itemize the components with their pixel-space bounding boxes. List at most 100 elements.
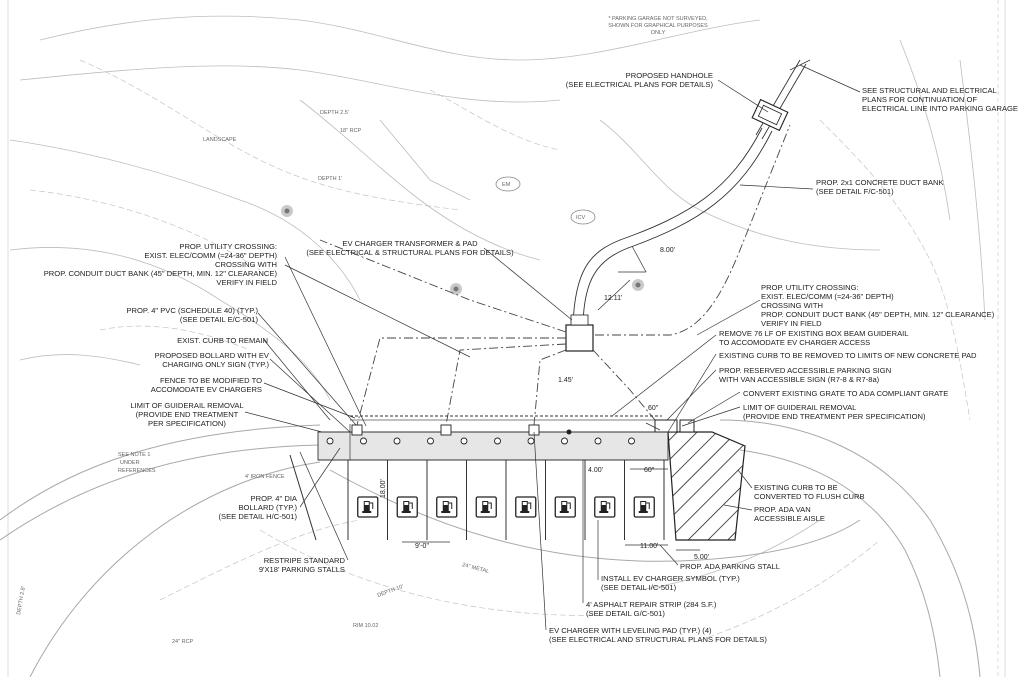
duct-bank-line2: (SEE DETAIL F/C-501) — [816, 187, 894, 196]
ada-aisle-line2: ACCESSIBLE AISLE — [754, 514, 825, 523]
icv-label: ICV — [576, 215, 586, 221]
conduit-right — [595, 124, 791, 336]
dia-bollard-line1: PROP. 4" DIA — [251, 494, 298, 503]
dim-60-b: 60" — [644, 467, 655, 474]
existing-topography — [9, 15, 986, 641]
bollard — [594, 437, 602, 445]
utility-markers: EM ICV — [495, 176, 596, 225]
tree-symbols — [281, 205, 644, 295]
dim-4-00: 4.00' — [588, 467, 603, 474]
bollard-sign-line2: CHARGING ONLY SIGN (TYP.) — [162, 360, 269, 369]
remove-guiderail-line2: TO ACCOMODATE EV CHARGER ACCESS — [719, 338, 870, 347]
ev-charger-icon — [554, 496, 576, 518]
guiderail-left-line3: PER SPECIFICATION) — [148, 419, 226, 428]
rim-label: RIM 10.02 — [353, 623, 378, 629]
bollard — [460, 437, 468, 445]
ada-aisle-line1: PROP. ADA VAN — [754, 505, 811, 514]
utility-left-line2: EXIST. ELEC/COMM (≈24-36" DEPTH) — [144, 251, 277, 260]
utility-left-line5: VERIFY IN FIELD — [216, 278, 277, 287]
callout-leaders — [244, 64, 861, 631]
see-note-label: SEE NOTE 1 — [118, 452, 150, 458]
transformer-dimensions: 8.00' 12.11' 1.45' — [558, 245, 675, 384]
handhole-line1: PROPOSED HANDHOLE — [626, 71, 713, 80]
rcp-24-label: 24" RCP — [172, 639, 194, 645]
ev-charger-icon — [436, 496, 458, 518]
bollard — [561, 437, 568, 445]
parking-stalls — [289, 454, 665, 541]
dia-bollard-line2: BOLLARD (TYP.) — [238, 503, 297, 512]
concrete-duct-bank — [572, 127, 773, 326]
conduits-to-chargers — [319, 239, 656, 426]
ada-stall-line1: PROP. ADA PARKING STALL — [680, 562, 780, 571]
guiderail-fence — [350, 415, 662, 421]
duct-bank-line1: PROP. 2x1 CONCRETE DUCT BANK — [816, 178, 944, 187]
pvc-line2: (SEE DETAIL E/C-501) — [180, 315, 259, 324]
note-top-line3: ONLY — [651, 30, 666, 36]
dim-8-00: 8.00' — [660, 247, 675, 254]
utility-right-line2: EXIST. ELEC/COMM (≈24-36" DEPTH) — [761, 292, 894, 301]
flush-curb-line1: EXISTING CURB TO BE — [754, 483, 838, 492]
utility-right-line5: VERIFY IN FIELD — [761, 319, 822, 328]
leveling-pad-line2: (SEE ELECTRICAL AND STRUCTURAL PLANS FOR… — [549, 635, 767, 644]
utility-left-line3: CROSSING WITH — [215, 260, 277, 269]
landscape-label: LANDSCAPE — [203, 137, 237, 143]
structural-line2: PLANS FOR CONTINUATION OF — [862, 95, 977, 104]
references-label: REFERENCES — [118, 468, 156, 474]
utility-left-line4: PROP. CONDUIT DUCT BANK (45" DEPTH, MIN.… — [44, 269, 278, 278]
depth-25-label: DEPTH 2.5' — [320, 110, 349, 116]
bollard — [628, 437, 635, 445]
dim-5-00: 5.00' — [694, 554, 709, 561]
fence-line1: FENCE TO BE MODIFIED TO — [160, 376, 262, 385]
ev-charger-icon — [633, 496, 655, 518]
bollard — [527, 437, 535, 445]
depth-1-label: DEPTH 1' — [318, 176, 342, 182]
callout-notes: * PARKING GARAGE NOT SURVEYED, SHOWN FOR… — [44, 16, 1018, 644]
flush-curb-line2: CONVERTED TO FLUSH CURB — [754, 492, 865, 501]
utility-right-line3: CROSSING WITH — [761, 301, 823, 310]
depth-28-label: DEPTH 2.8' — [16, 586, 27, 615]
transformer-line2: (SEE ELECTRICAL & STRUCTURAL PLANS FOR D… — [306, 248, 514, 257]
utility-left-line1: PROP. UTILITY CROSSING: — [179, 242, 277, 251]
reserved-sign-line1: PROP. RESERVED ACCESSIBLE PARKING SIGN — [719, 366, 891, 375]
ev-symbol-line2: (SEE DETAIL I/C-501) — [601, 583, 677, 592]
stall-line-angled — [289, 454, 317, 541]
dim-18-00: 18.00' — [380, 479, 387, 498]
pvc-line1: PROP. 4" PVC (SCHEDULE 40) (TYP.) — [126, 306, 258, 315]
asphalt-line2: (SEE DETAIL G/C-501) — [586, 609, 665, 618]
leveling-pad-line1: EV CHARGER WITH LEVELING PAD (TYP.) (4) — [549, 626, 712, 635]
road-edges — [0, 419, 981, 677]
bollard — [494, 437, 501, 445]
em-label: EM — [502, 182, 511, 188]
note-top-line2: SHOWN FOR GRAPHICAL PURPOSES — [608, 23, 708, 29]
grate-line1: CONVERT EXISTING GRATE TO ADA COMPLIANT … — [743, 389, 948, 398]
bollard-sign-line1: PROPOSED BOLLARD WITH EV — [155, 351, 270, 360]
fence-line2: ACCOMODATE EV CHARGERS — [151, 385, 262, 394]
dim-60-a: 60" — [648, 405, 659, 412]
structural-line3: ELECTRICAL LINE INTO PARKING GARAGE — [862, 104, 1018, 113]
bollards — [326, 437, 635, 445]
bollard — [427, 437, 434, 445]
ev-charger-icon — [515, 496, 537, 518]
restripe-line2: 9'X18' PARKING STALLS — [259, 565, 345, 574]
handhole-line2: (SEE ELECTRICAL PLANS FOR DETAILS) — [566, 80, 714, 89]
concrete-pad — [317, 424, 669, 461]
bollard — [393, 437, 401, 445]
reserved-sign-line2: WITH VAN ACCESSIBLE SIGN (R7-8 & R7-8a) — [719, 375, 880, 384]
note-top-line1: * PARKING GARAGE NOT SURVEYED, — [608, 16, 708, 22]
utility-right-line4: PROP. CONDUIT DUCT BANK (45" DEPTH, MIN.… — [761, 310, 995, 319]
guiderail-left-line1: LIMIT OF GUIDERAIL REMOVAL — [130, 401, 243, 410]
ev-charger-icon — [475, 496, 497, 518]
ev-symbol-line1: INSTALL EV CHARGER SYMBOL (TYP.) — [601, 574, 740, 583]
bollard — [326, 437, 334, 445]
dim-11-00: 11.00' — [640, 543, 658, 550]
dia-bollard-line3: (SEE DETAIL H/C-501) — [219, 512, 298, 521]
guiderail-right-line1: LIMIT OF GUIDERAIL REMOVAL — [743, 403, 856, 412]
guiderail-left-line2: (PROVIDE END TREATMENT — [136, 410, 239, 419]
utility-right-line1: PROP. UTILITY CROSSING: — [761, 283, 859, 292]
rcp-18-label: 18" RCP — [340, 128, 362, 134]
ada-van-accessible-aisle — [667, 431, 746, 541]
dim-1-45: 1.45' — [558, 377, 573, 384]
ev-charger-icon — [396, 496, 418, 518]
dim-12-11: 12.11' — [604, 295, 622, 302]
